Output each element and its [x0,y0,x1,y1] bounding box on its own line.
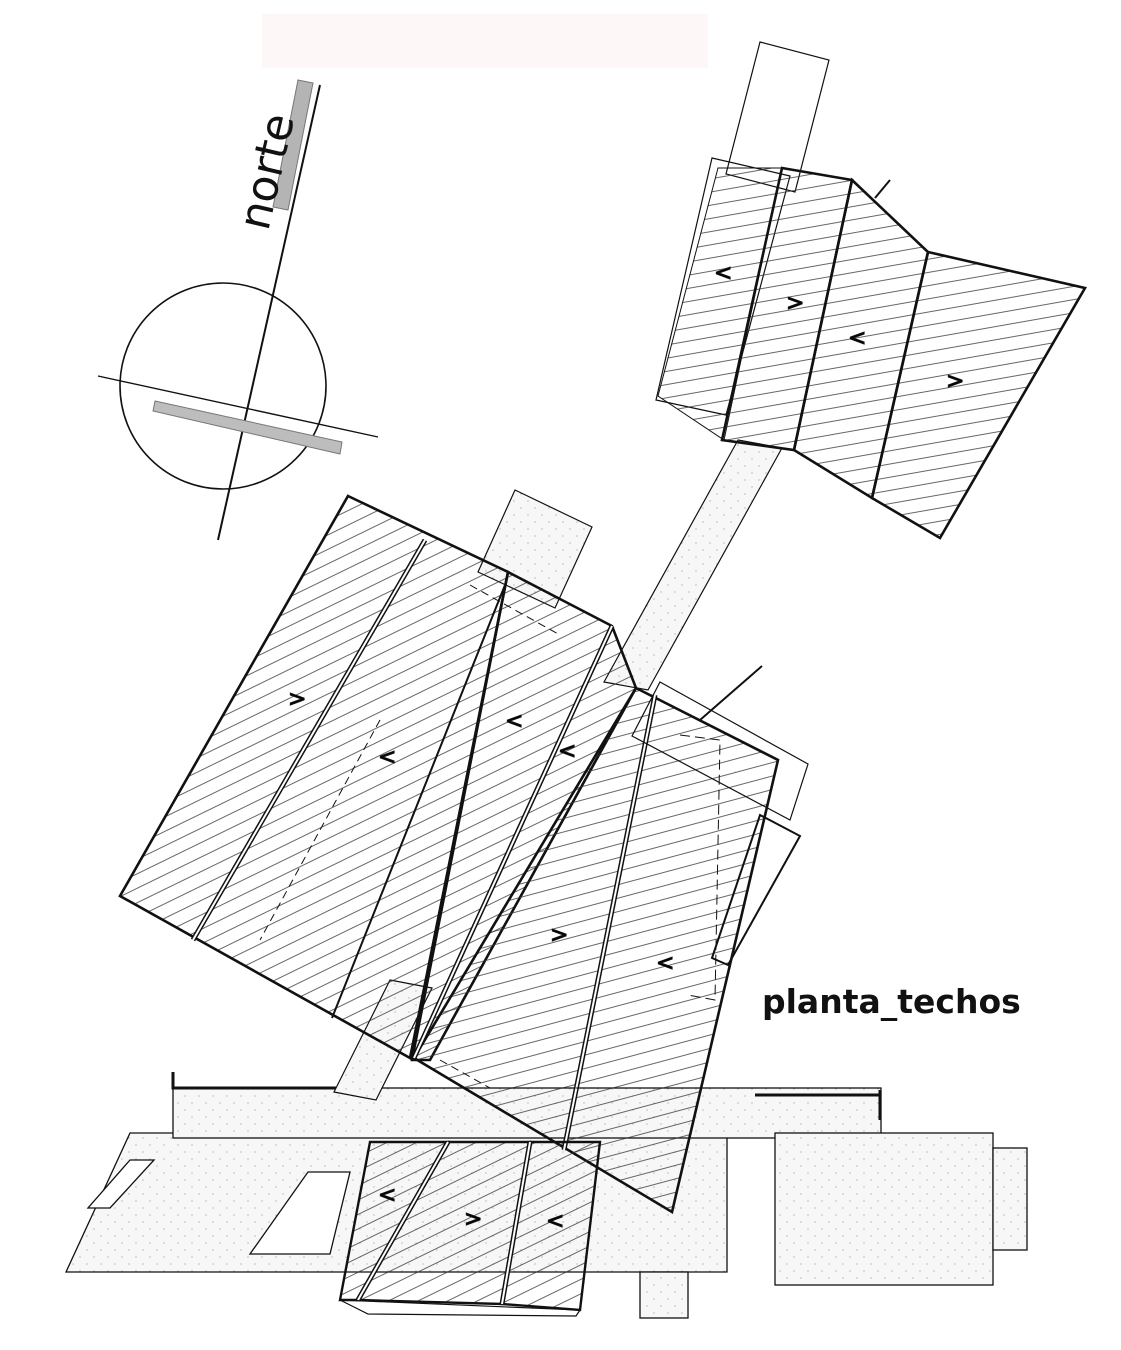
paving-court [248,1171,351,1255]
main-roof-ridge-2-inner [563,694,656,1151]
main-slope-arrow-4: < [558,739,576,764]
main-hidden-line-1 [259,719,381,941]
main-hidden-line-3 [469,584,561,636]
paving-notch-left [86,1159,156,1209]
north-bar-lower [152,400,343,455]
main-roof-ridge-3-inner [413,625,613,1059]
ne-vent-pipe [874,179,891,199]
north-bar-upper [272,79,314,211]
main-roof-ridge-1-inner [192,539,426,941]
south-slope-arrow-3: < [546,1209,564,1234]
north-arrow-symbol: norte [97,79,379,541]
main-slope-arrow-6: < [656,951,674,976]
north-circle [119,282,327,490]
ne-slope-arrow-1: < [714,261,732,286]
ne-roof-panel-4 [870,250,1088,540]
south-eave-line [339,1299,582,1317]
main-hidden-line-4 [439,1059,640,1089]
east-west-line [97,375,379,438]
south-slope-arrow-1: < [378,1183,396,1208]
paving-block-right [774,1132,994,1286]
roof-pavilion-northeast: < > < > [655,41,1088,540]
paving-stub-bottom [639,1271,689,1319]
south-ridge-2-inner [501,1141,531,1305]
main-slope-arrow-2: < [378,745,396,770]
top-blank-band [262,14,708,68]
main-roof-upper-lip [631,681,809,821]
paving-tab-right [992,1147,1028,1251]
south-slope-arrow-2: > [464,1207,482,1232]
main-roof-left-panel [118,494,510,1061]
ne-slope-arrow-4: > [946,369,964,394]
drawing-title: planta_techos [762,982,1021,1021]
main-slope-arrow-3: < [505,709,523,734]
main-roof-crease [331,584,506,1019]
main-vent-pipe [699,665,763,721]
ne-slope-arrow-3: < [848,326,866,351]
ne-slope-arrow-2: > [786,291,804,316]
north-axis-line [217,84,321,541]
main-roof-right-eave [710,813,802,967]
main-hidden-line-2 [679,734,721,1001]
main-slope-arrow-1: > [288,687,306,712]
roof-main: > < < < > < [118,494,809,1215]
south-ridge-1-inner [357,1141,449,1301]
roof-pavilion-south: < > < [338,1140,602,1317]
main-roof-center-panel [412,686,780,1215]
main-slope-arrow-5: > [550,923,568,948]
walkway-diagonal [603,439,783,691]
